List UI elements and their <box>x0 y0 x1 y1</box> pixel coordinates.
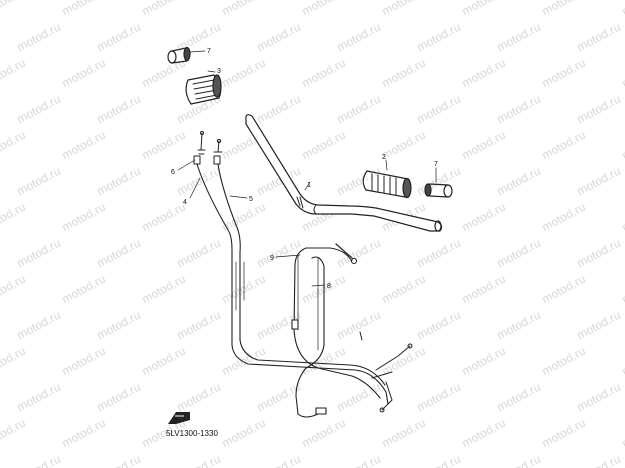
clutch-cable <box>293 243 381 399</box>
callout-cable-adjuster: 6 <box>171 169 175 176</box>
grip-left <box>185 74 222 105</box>
cable-ends <box>359 331 413 413</box>
callout-grip-end-left: 7 <box>207 48 211 55</box>
grip-end-left <box>167 46 191 64</box>
callout-grip-left: 3 <box>217 68 221 75</box>
callout-brake-cable: 8 <box>327 283 331 290</box>
diagram-code: 5LV1300-1330 <box>166 429 218 438</box>
callout-grip-end-right: 7 <box>434 161 438 168</box>
callout-grip-right: 2 <box>382 154 386 161</box>
callout-handlebar: 1 <box>307 182 311 189</box>
throttle-cables <box>196 163 389 405</box>
callout-throttle-cable-2: 5 <box>249 196 253 203</box>
leader-lines <box>177 50 437 287</box>
handlebar <box>245 114 443 232</box>
grip-end-right <box>424 183 453 198</box>
front-direction-arrow-icon <box>168 412 190 424</box>
brake-cable <box>291 256 327 418</box>
callout-clutch-cable: 9 <box>270 255 274 262</box>
cable-adjuster <box>193 130 223 165</box>
grip-right <box>362 170 412 199</box>
callout-throttle-cable-1: 4 <box>183 199 187 206</box>
